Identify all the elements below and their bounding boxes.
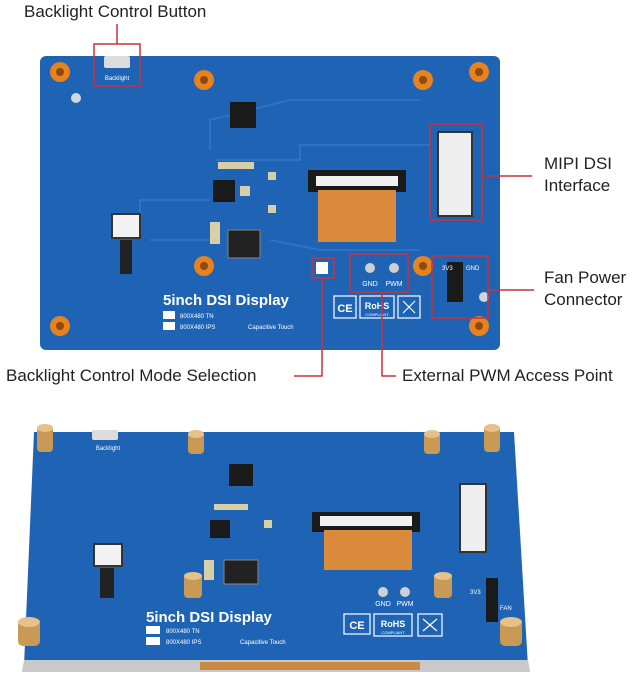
pcb-board-top — [40, 56, 500, 350]
res-tn-top: 800X480 TN — [180, 314, 214, 320]
board-title-bottom: 5inch DSI Display — [146, 609, 273, 626]
backlight-silk-bottom: Backlight — [96, 446, 121, 452]
qfp-chip-top — [227, 229, 261, 259]
pwm-pad-bottom — [400, 587, 410, 597]
inductor-top — [213, 180, 235, 202]
touch-connector-bottom — [93, 543, 123, 567]
board-title-top: 5inch DSI Display — [163, 292, 290, 309]
callout-fan-power-line1: Fan Power — [544, 268, 627, 287]
callout-mipi-dsi-line2: Interface — [544, 176, 611, 195]
gnd-silk-top: GND — [362, 281, 378, 288]
weee-mark-top — [397, 295, 421, 319]
mipi-dsi-connector-bottom — [459, 483, 487, 553]
fan-connector-bottom — [486, 578, 498, 622]
ic-chip-bottom — [229, 464, 253, 486]
pwm-pad-top — [389, 263, 399, 273]
ce-mark-top: CE — [337, 303, 352, 315]
fpc-cable-top — [318, 190, 396, 242]
qfp-chip-bottom — [223, 559, 259, 585]
pwm-silk-top: PWM — [385, 281, 402, 288]
touch-silk-top: Capacitive Touch — [248, 325, 294, 331]
fan-silk-bottom: FAN — [500, 606, 512, 612]
rohs-compliant-bottom: COMPLIANT — [381, 630, 405, 635]
rohs-mark-bottom: RoHS — [381, 619, 406, 629]
fpc-cable-bottom — [324, 530, 412, 570]
ce-mark-bottom: CE — [349, 620, 364, 632]
standoffs-bottom — [18, 424, 522, 646]
res-tn-bottom: 800X480 TN — [166, 629, 200, 635]
callout-mipi-dsi-line1: MIPI DSI — [544, 154, 613, 173]
touch-silk-bottom: Capacitive Touch — [240, 640, 286, 646]
backlight-button-top — [104, 56, 130, 68]
rohs-mark-top: RoHS — [365, 301, 390, 311]
led-indicator-top — [71, 93, 81, 103]
standoffs-top — [50, 62, 489, 336]
callout-backlight-button: Backlight Control Button — [24, 2, 207, 21]
callout-backlight-mode: Backlight Control Mode Selection — [6, 366, 257, 385]
gnd-silk-bottom: GND — [375, 601, 391, 608]
res-ips-top: 800X480 IPS — [180, 325, 215, 331]
callout-markers — [93, 24, 534, 377]
pcb-board-bottom — [24, 432, 528, 666]
ic-chip-top — [230, 102, 256, 128]
v33-silk-top: 3V3 — [442, 266, 453, 272]
callout-pwm-access: External PWM Access Point — [402, 366, 613, 385]
rohs-compliant-top: COMPLIANT — [365, 312, 389, 317]
mode-select-jumper-top — [316, 262, 328, 274]
pwm-silk-bottom: PWM — [396, 601, 413, 608]
gnd-pad-bottom — [378, 587, 388, 597]
gnd-fan-silk-top: GND — [466, 266, 480, 272]
mipi-dsi-connector-top — [437, 131, 473, 217]
backlight-silk-top: Backlight — [105, 76, 130, 82]
smd-components-top — [210, 162, 276, 244]
weee-mark-bottom — [417, 613, 443, 637]
gnd-pad-top — [365, 263, 375, 273]
inductor-bottom — [210, 520, 230, 538]
callout-fan-power-line2: Connector — [544, 290, 623, 309]
fan-connector-top — [447, 262, 463, 302]
touch-connector-top — [111, 213, 141, 239]
v33-silk-bottom: 3V3 — [470, 590, 481, 596]
res-ips-bottom: 800X480 IPS — [166, 640, 201, 646]
backlight-button-bottom — [92, 430, 118, 440]
